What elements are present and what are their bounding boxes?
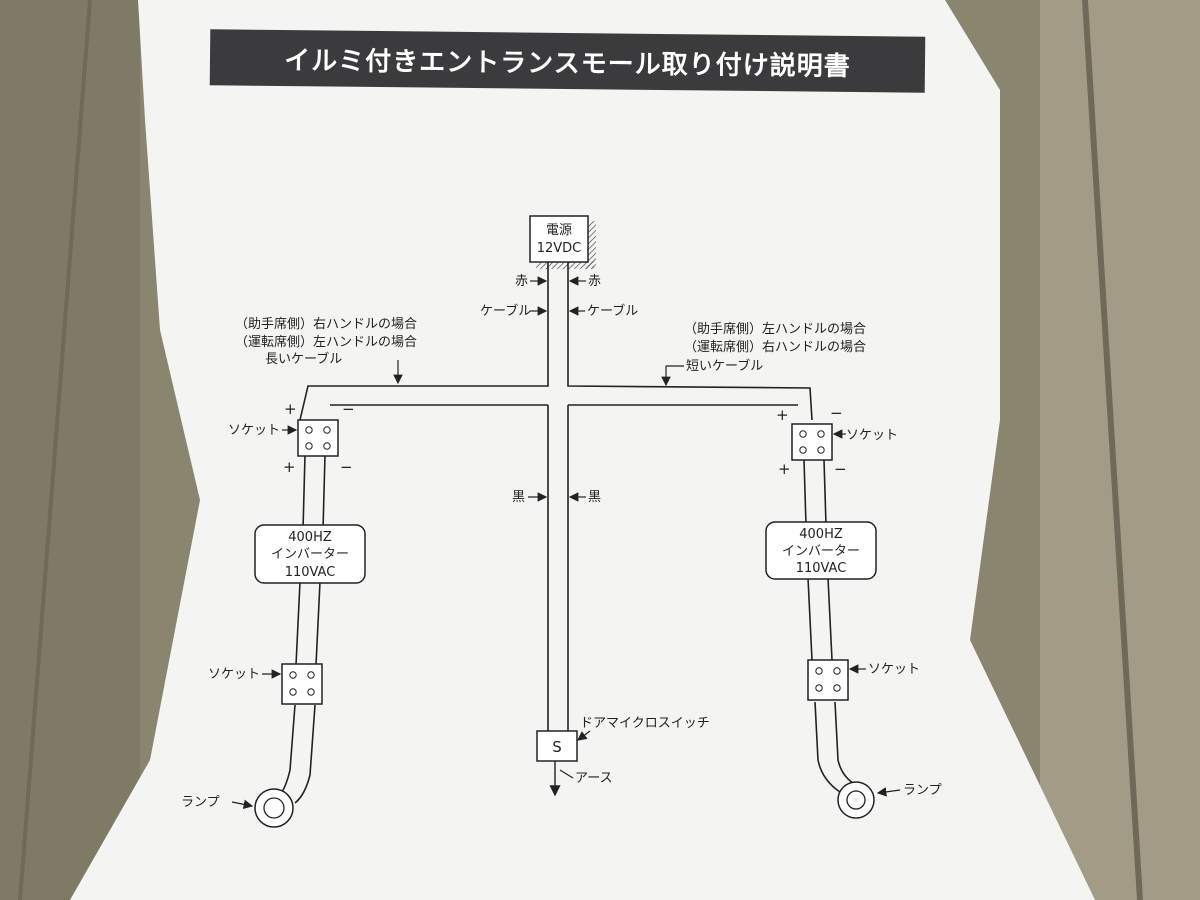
- right-lamp-label: ランプ: [903, 783, 942, 798]
- right-minus-top: −: [830, 404, 843, 422]
- left-lamp: [254, 788, 294, 828]
- right-socket-bottom: [807, 659, 849, 701]
- left-plus-mid: +: [283, 458, 296, 476]
- left-inverter: 400HZ インバーター 110VAC: [254, 524, 366, 584]
- right-socket-top: [791, 423, 833, 461]
- left-socket-top: [297, 419, 339, 457]
- power-label: 電源: [546, 223, 572, 238]
- svg-text:インバーター: インバーター: [271, 547, 349, 562]
- left-lamp-label: ランプ: [181, 795, 220, 810]
- cable-label-right: ケーブル: [587, 303, 638, 319]
- right-lamp: [837, 781, 875, 819]
- red-label-right: 赤: [588, 274, 601, 289]
- door-switch-box: [536, 730, 578, 762]
- right-minus-mid: −: [834, 460, 847, 478]
- cable-label-left: ケーブル: [480, 303, 531, 319]
- switch-symbol: S: [552, 738, 562, 756]
- right-cable-label: 短いケーブル: [686, 358, 763, 374]
- right-socket-bottom-label: ソケット: [868, 662, 920, 677]
- left-minus-top: −: [342, 400, 355, 418]
- right-plus-mid: +: [778, 460, 791, 478]
- left-note-1: （助手席側）右ハンドルの場合: [235, 316, 417, 332]
- power-source-box: 電源 12VDC: [529, 215, 596, 269]
- right-cable-lower: [803, 459, 859, 793]
- right-socket-top-label: ソケット: [846, 428, 898, 443]
- black-label-left: 黒: [512, 490, 525, 505]
- left-socket-bottom-label: ソケット: [208, 667, 260, 682]
- left-cable-lower: [277, 454, 326, 804]
- left-note-2: （運転席側）左ハンドルの場合: [235, 334, 417, 350]
- svg-text:110VAC: 110VAC: [796, 561, 847, 576]
- red-label-left: 赤: [515, 274, 528, 289]
- svg-text:400HZ: 400HZ: [799, 527, 843, 542]
- black-label-right: 黒: [588, 490, 601, 505]
- left-cable-label: 長いケーブル: [265, 351, 342, 367]
- svg-text:400HZ: 400HZ: [288, 530, 332, 545]
- right-note-1: （助手席側）左ハンドルの場合: [684, 321, 866, 337]
- left-socket-bottom: [281, 663, 323, 705]
- ground-label: アース: [575, 771, 613, 786]
- right-note-2: （運転席側）右ハンドルの場合: [684, 339, 866, 355]
- power-voltage: 12VDC: [537, 241, 582, 256]
- left-plus-top: +: [284, 400, 297, 418]
- svg-text:110VAC: 110VAC: [285, 565, 336, 580]
- right-plus-top: +: [776, 406, 789, 424]
- right-inverter: 400HZ インバーター 110VAC: [765, 521, 877, 580]
- center-wire: [299, 262, 813, 732]
- left-minus-mid: −: [340, 458, 353, 476]
- svg-text:インバーター: インバーター: [782, 544, 860, 559]
- left-socket-top-label: ソケット: [228, 423, 280, 438]
- switch-label: ドアマイクロスイッチ: [580, 716, 710, 731]
